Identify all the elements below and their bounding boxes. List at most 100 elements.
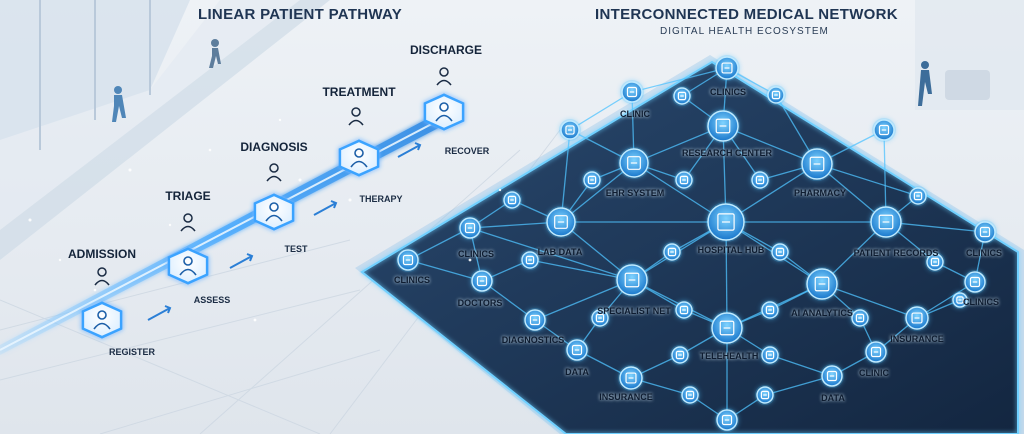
node-glyph-icon [814, 276, 830, 292]
node-label-pharmacy: PHARMACY [793, 188, 847, 198]
network-node-x5 [502, 190, 522, 210]
network-node-clinics-right2 [963, 270, 987, 294]
node-glyph-icon [979, 226, 991, 238]
network-node-x16 [590, 308, 610, 328]
network-node-doctors [470, 269, 494, 293]
node-glyph-icon [587, 175, 597, 185]
node-glyph-icon [721, 62, 733, 74]
node-glyph-icon [715, 118, 731, 134]
step-label-test: TEST [284, 244, 308, 254]
stage-label-admission: ADMISSION [67, 247, 137, 261]
node-glyph-icon [679, 175, 689, 185]
stage-5-floating-icon [436, 67, 452, 86]
background-architecture [0, 0, 1024, 260]
network-edge [569, 91, 633, 131]
node-glyph-icon [913, 191, 923, 201]
node-label-clinic-a: CLINIC [620, 109, 650, 119]
node-glyph-icon [677, 91, 687, 101]
node-label-research: RESEARCH CENTER [681, 148, 773, 158]
network-nodes [396, 55, 997, 432]
node-glyph-icon [625, 372, 637, 384]
network-node-ai [805, 267, 839, 301]
network-node-diagnostics [523, 308, 547, 332]
network-edge [631, 67, 728, 93]
node-glyph-icon [719, 320, 735, 336]
node-label-clinic-b: CLINIC [859, 368, 889, 378]
step-label-recover: RECOVER [444, 146, 490, 156]
node-label-clinics-right1: CLINICS [966, 248, 1002, 258]
network-node-ehr [618, 147, 650, 179]
network-node-research [706, 109, 740, 143]
network-node-x8 [908, 186, 928, 206]
stage-node-4 [338, 139, 380, 177]
node-glyph-icon [675, 350, 685, 360]
stage-label-discharge: DISCHARGE [409, 43, 483, 57]
network-node-x22 [755, 385, 775, 405]
node-glyph-icon [721, 414, 733, 426]
network-node-x10 [662, 242, 682, 262]
node-label-patient-records: PATIENT RECORDS [853, 248, 939, 258]
network-node-patient-records [869, 205, 903, 239]
walking-people [112, 39, 932, 122]
node-glyph-icon [402, 254, 414, 266]
stage-node-2 [167, 247, 209, 285]
node-glyph-icon [624, 272, 640, 288]
node-label-telehealth: TELEHEALTH [699, 351, 759, 361]
stage-3-floating-icon [266, 163, 282, 182]
network-node-lab [545, 206, 577, 238]
node-glyph-icon [679, 305, 689, 315]
node-label-insurance-right: INSURANCE [890, 334, 944, 344]
node-label-clinics-left: CLINICS [458, 249, 494, 259]
bed-icon [350, 148, 368, 168]
stage-label-treatment: TREATMENT [322, 85, 396, 99]
network-node-x19 [760, 345, 780, 365]
network-edge [816, 163, 919, 197]
network-node-x3 [766, 85, 786, 105]
node-glyph-icon [464, 222, 476, 234]
node-glyph-icon [775, 247, 785, 257]
network-node-x15 [760, 300, 780, 320]
node-glyph-icon [911, 312, 923, 324]
network-node-x7 [674, 170, 694, 190]
stage-hexes [81, 67, 465, 339]
network-node-insurance-bottom [618, 365, 644, 391]
node-label-diagnostics: DIAGNOSTICS [501, 335, 565, 345]
node-glyph-icon [595, 313, 605, 323]
network-edge [529, 259, 633, 281]
node-label-clinics-top: CLINICS [710, 87, 746, 97]
stage-label-triage: TRIAGE [165, 189, 211, 203]
stage-node-1 [81, 301, 123, 339]
network-node-x2 [672, 86, 692, 106]
node-glyph-icon [930, 257, 940, 267]
right-subtitle: DIGITAL HEALTH ECOSYSTEM [660, 26, 829, 37]
left-title: LINEAR PATIENT PATHWAY [198, 6, 403, 23]
stage-node-3 [253, 193, 295, 231]
network-node-x9 [582, 170, 602, 190]
network-node-x14 [674, 300, 694, 320]
nurse-icon [179, 256, 197, 276]
network-node-specialist [615, 263, 649, 297]
node-glyph-icon [878, 124, 890, 136]
network-node-clinic-b [864, 340, 888, 364]
network-node-pharmacy [800, 147, 834, 181]
node-glyph-icon [755, 175, 765, 185]
network-node-x21 [680, 385, 700, 405]
node-glyph-icon [956, 296, 964, 304]
node-glyph-icon [809, 156, 825, 172]
node-glyph-icon [507, 195, 517, 205]
exit-door-icon [435, 102, 453, 122]
node-glyph-icon [529, 314, 541, 326]
node-glyph-icon [765, 305, 775, 315]
node-glyph-icon [626, 86, 638, 98]
stage-2-floating-icon [180, 213, 196, 232]
network-edge [407, 259, 483, 282]
node-label-hub: HOSPITAL HUB [697, 245, 765, 255]
network-node-telehealth [710, 311, 744, 345]
node-glyph-icon [826, 370, 838, 382]
network-node-x1 [559, 119, 581, 141]
network-node-x6 [750, 170, 770, 190]
node-label-data-left: DATA [565, 367, 589, 377]
node-glyph-icon [476, 275, 488, 287]
network-node-x20 [715, 408, 739, 432]
network-node-x17 [850, 308, 870, 328]
